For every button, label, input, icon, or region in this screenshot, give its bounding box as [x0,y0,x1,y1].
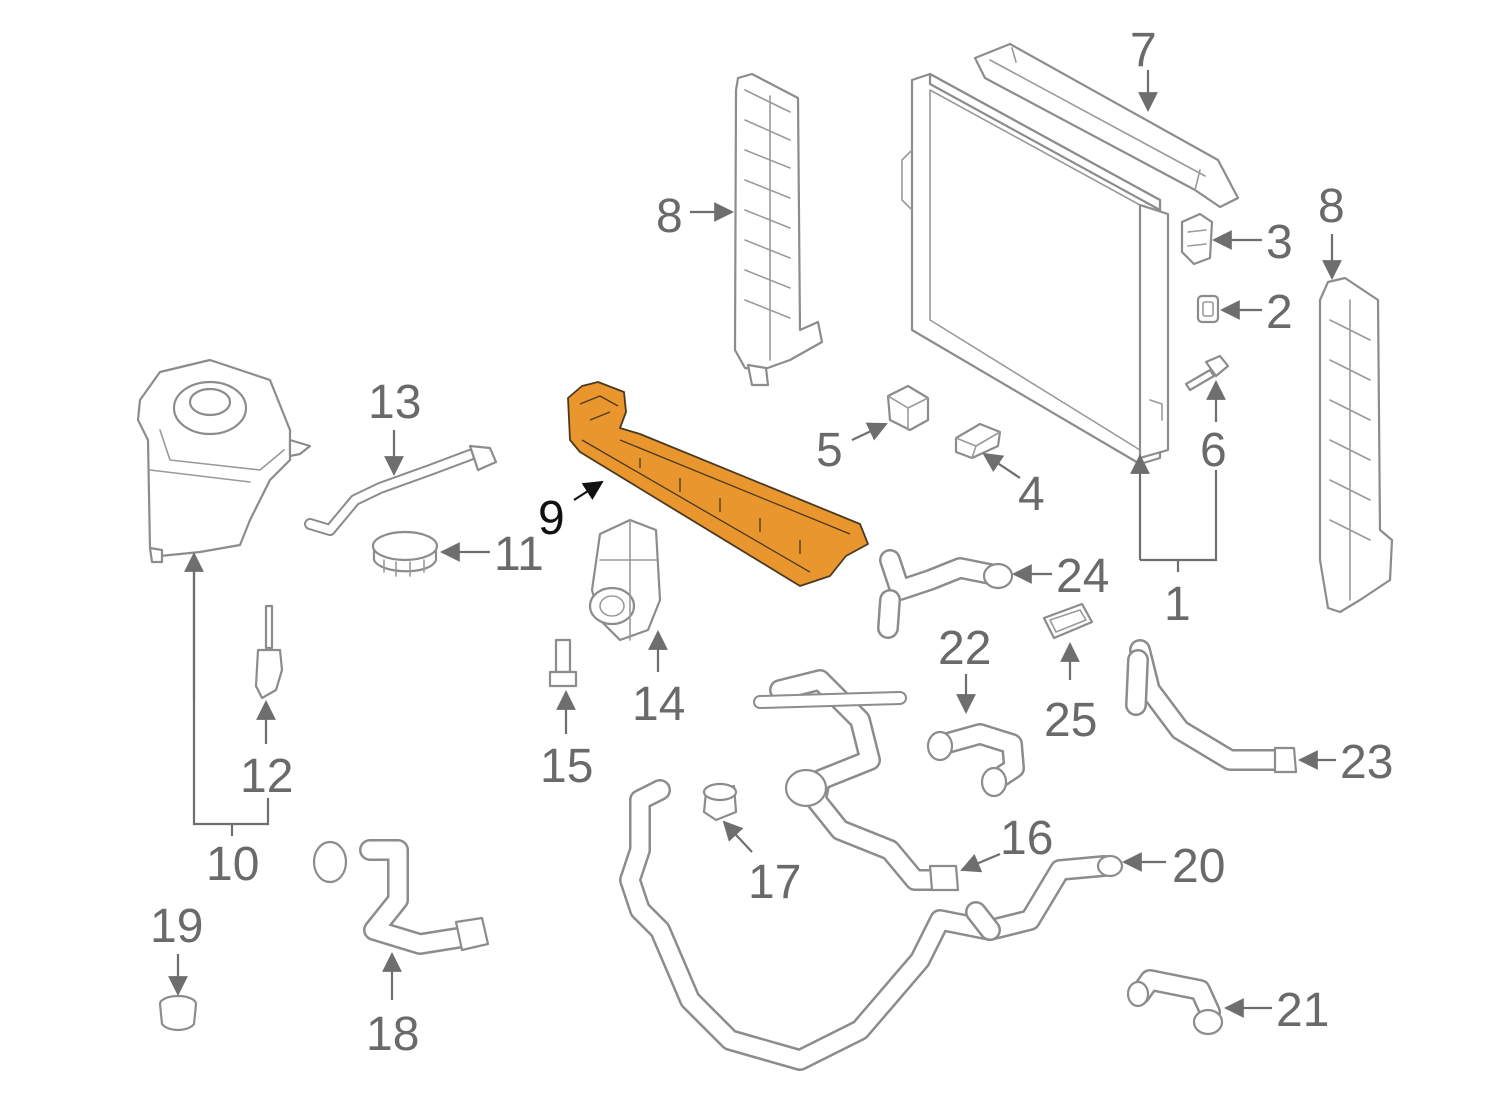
radiator [901,72,1170,466]
callout-8-left: 8 [656,190,683,243]
seal-ring [1042,602,1094,640]
callout-19: 19 [150,900,203,953]
callout-numbers: 7 8 8 3 2 6 1 5 4 13 11 9 24 22 25 14 15… [150,24,1393,1061]
callout-24: 24 [1056,550,1109,603]
lower-air-guide-highlighted [567,381,869,587]
callout-1: 1 [1164,578,1191,631]
callout-22: 22 [938,622,991,675]
hose-part-16 [753,669,960,892]
plug-part-17 [702,782,738,822]
callout-18: 18 [366,1008,419,1061]
callout-2: 2 [1266,286,1293,339]
callout-13: 13 [368,376,421,429]
callout-23: 23 [1340,736,1393,789]
drain-plug [1184,354,1230,392]
hose-part-21 [1126,969,1224,1036]
hose-part-23 [1125,639,1298,774]
callout-10: 10 [206,838,259,891]
hose-part-18 [312,839,490,955]
air-guide-left [733,72,824,387]
mount-part-5 [886,384,930,432]
callout-21: 21 [1276,984,1329,1037]
level-sensor [254,604,284,700]
thermostat-housing [588,518,662,642]
callout-4: 4 [1018,468,1045,521]
callout-15: 15 [540,740,593,793]
bolt [548,638,578,688]
callout-17: 17 [748,856,801,909]
callout-3: 3 [1266,216,1293,269]
callout-5: 5 [816,424,843,477]
callout-12: 12 [240,750,293,803]
hose-part-20 [619,779,1124,1071]
callout-25: 25 [1044,694,1097,747]
callout-9: 9 [538,492,565,545]
callout-6: 6 [1200,424,1227,477]
leader-lines [168,70,1342,1018]
hose-part-24 [877,549,1014,639]
callout-7: 7 [1130,24,1157,77]
callout-16: 16 [1000,812,1053,865]
clip-part-2 [1196,294,1220,324]
callout-20: 20 [1172,840,1225,893]
air-guide-right [1318,276,1394,614]
bracket-part-3 [1180,212,1214,266]
pad-part-4 [954,422,1002,460]
hose-part-22 [926,723,1025,798]
vent-line [304,444,498,536]
expansion-tank [136,358,312,564]
upper-support-bracket [973,42,1240,209]
callout-14: 14 [632,678,685,731]
tank-cap [371,530,439,577]
plug-part-19 [158,994,198,1032]
callout-8-right: 8 [1318,180,1345,233]
callout-11: 11 [494,528,544,581]
